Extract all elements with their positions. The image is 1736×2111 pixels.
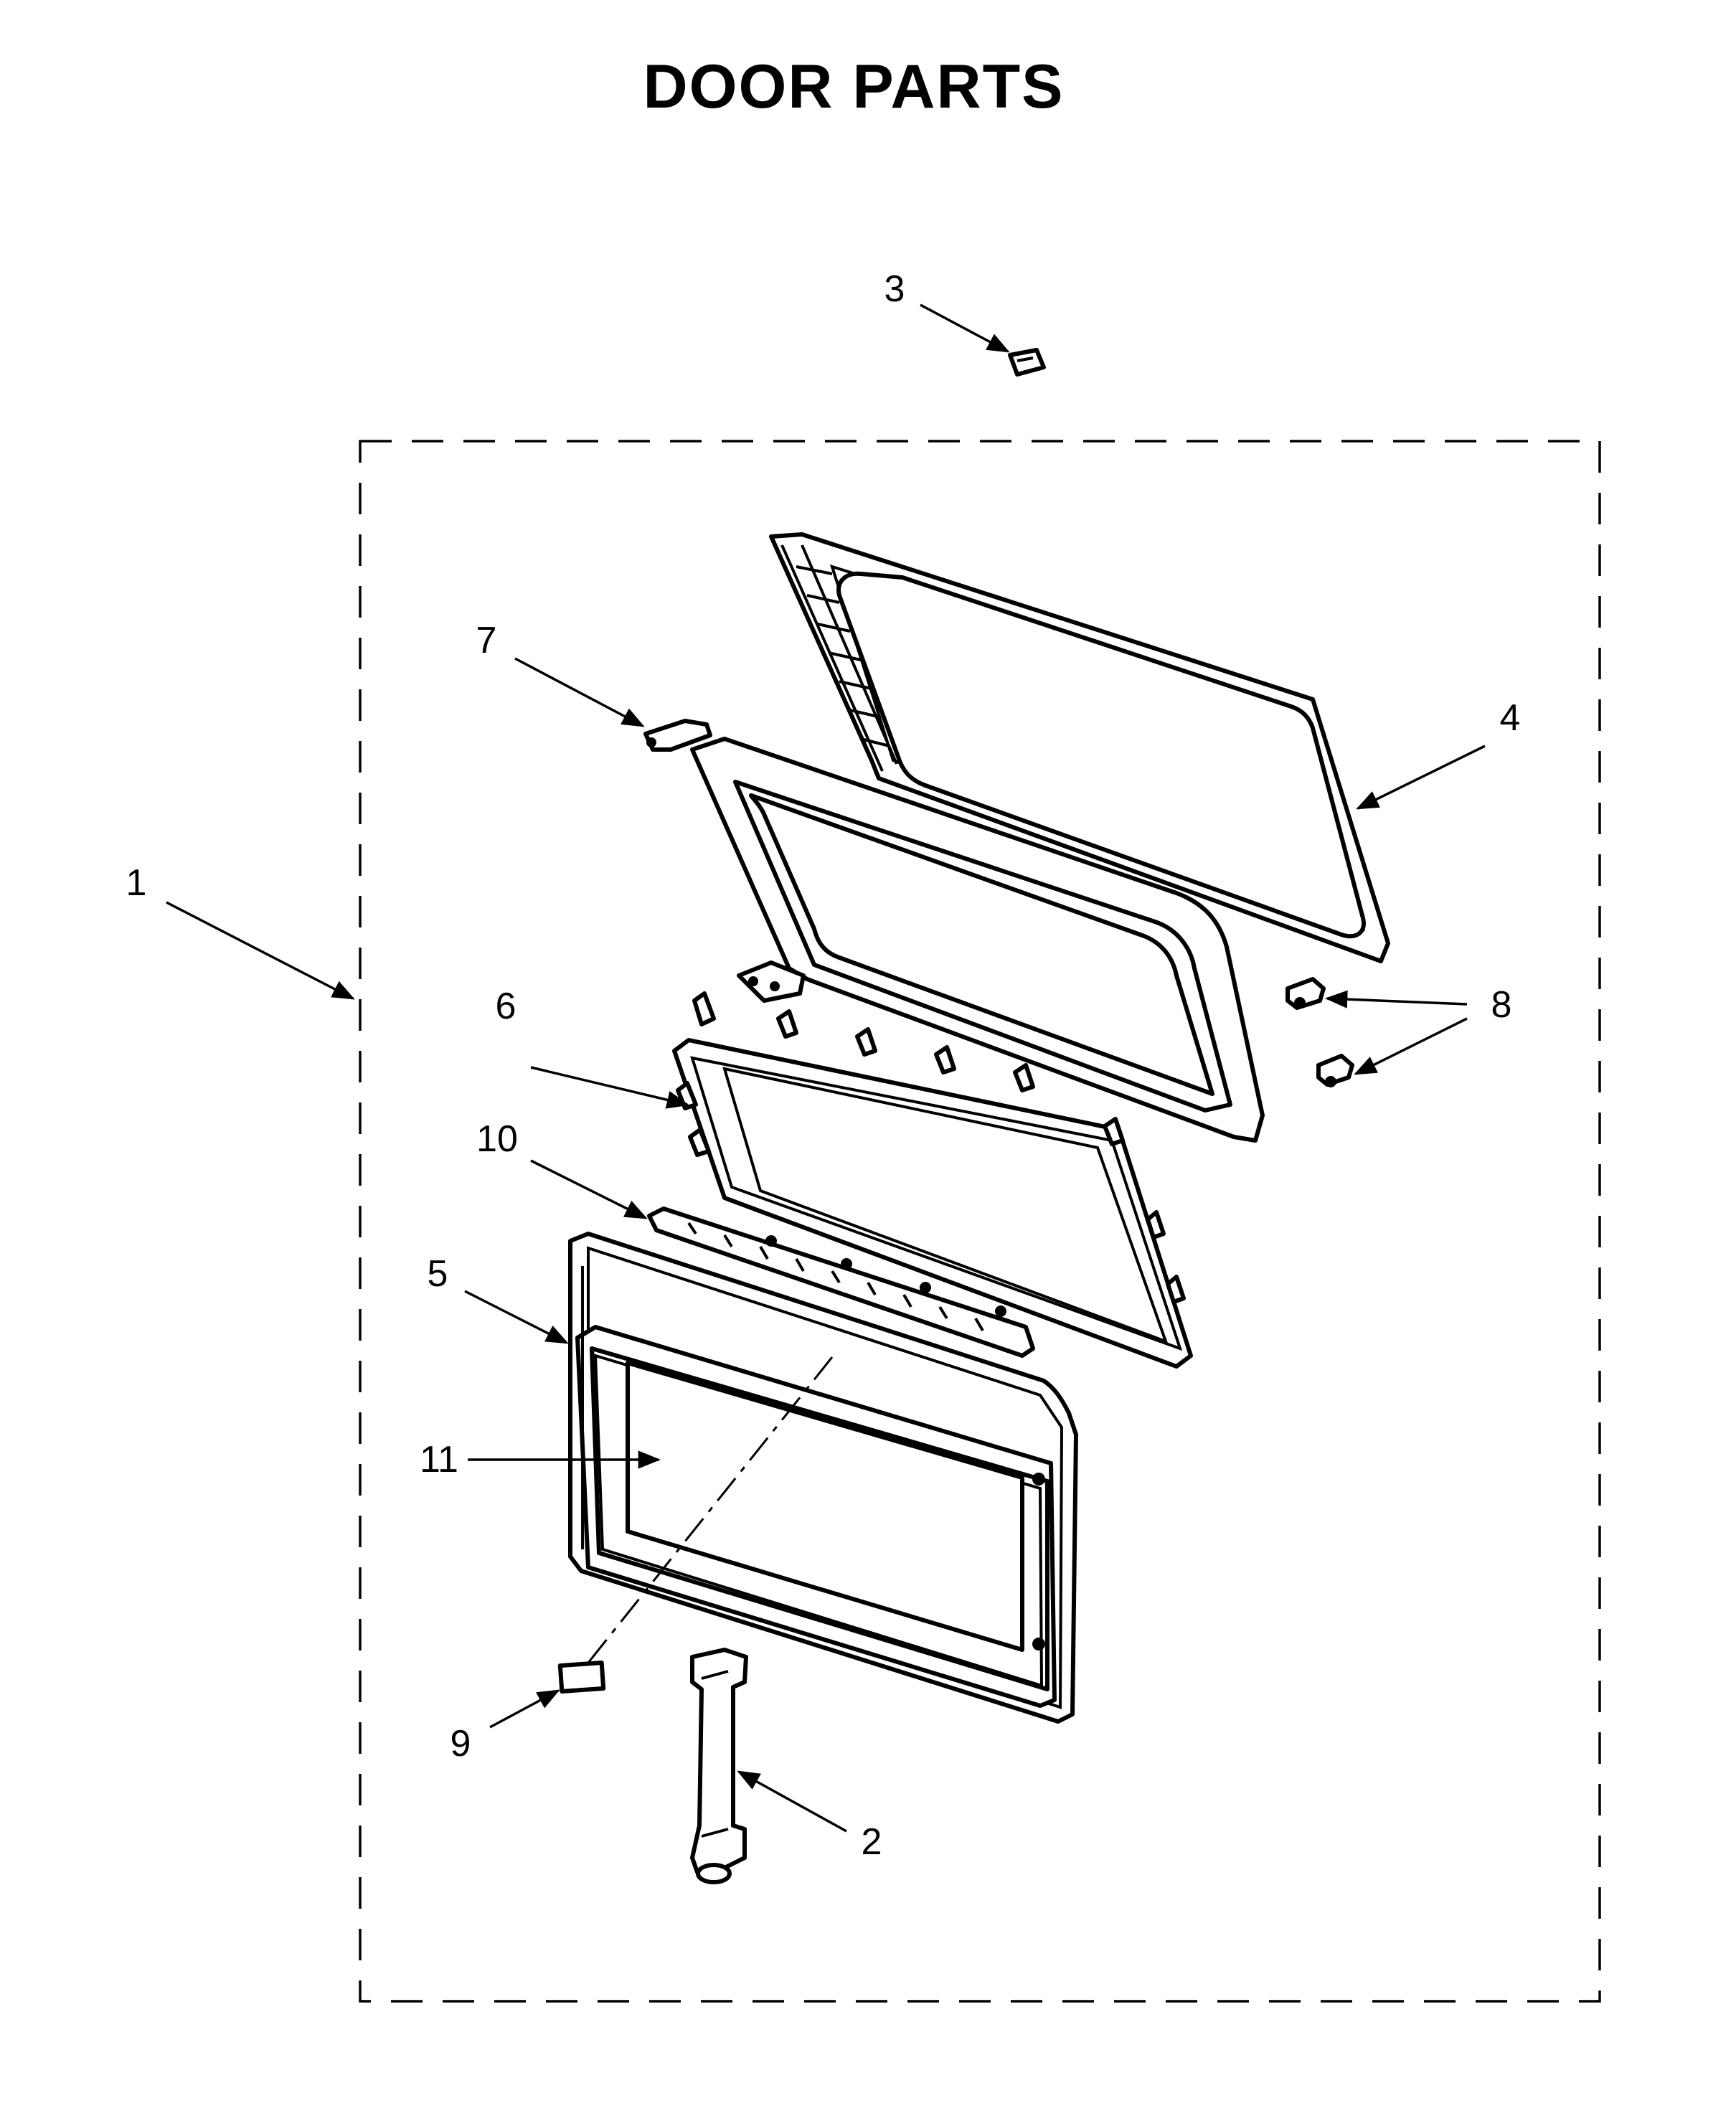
callout-8: 8 (1491, 984, 1512, 1026)
assembly-centerline (587, 1356, 834, 1663)
leader-6 (530, 1066, 690, 1109)
callout-1: 1 (126, 862, 147, 904)
callout-6: 6 (496, 986, 516, 1027)
callout-2: 2 (862, 1821, 882, 1863)
part-3-clip (1008, 348, 1046, 377)
door-choke-frame (690, 737, 1265, 1143)
part-8-hinge-pin-upper (1286, 977, 1326, 1010)
leader-4 (1356, 745, 1486, 810)
page-title: DOOR PARTS (643, 52, 1065, 121)
leader-lines (166, 303, 1486, 1833)
callout-4: 4 (1500, 697, 1521, 739)
part-10-trim-strip (647, 1206, 1035, 1358)
callout-9: 9 (450, 1723, 471, 1765)
part-5-outer-door-panel (568, 1232, 1078, 1724)
leader-7 (514, 657, 645, 727)
part-4-inner-frame (769, 532, 1390, 963)
leader-1 (166, 901, 355, 1000)
leader-3 (920, 303, 1010, 353)
callout-7: 7 (476, 620, 497, 661)
part-7-latch-hook (643, 719, 712, 752)
callout-5: 5 (428, 1253, 448, 1295)
part-2-door-handle (690, 1648, 748, 1884)
callout-3: 3 (884, 268, 905, 310)
door-assembly-boundary (359, 440, 1601, 2003)
leader-9 (489, 1689, 560, 1729)
leader-5 (464, 1290, 569, 1344)
callout-10: 10 (476, 1118, 518, 1160)
callout-11: 11 (420, 1439, 458, 1480)
leader-8-lower (1354, 1017, 1468, 1075)
part-9-label (557, 1661, 606, 1694)
leader-2 (737, 1770, 847, 1833)
callout-labels: 1 2 3 4 5 6 7 8 9 10 11 (126, 268, 1521, 1863)
part-8-hinge-pin-lower (1316, 1054, 1354, 1087)
leader-8-upper (1324, 990, 1468, 1009)
leader-10 (530, 1159, 648, 1219)
part-6-inner-glass-frame (672, 991, 1193, 1369)
